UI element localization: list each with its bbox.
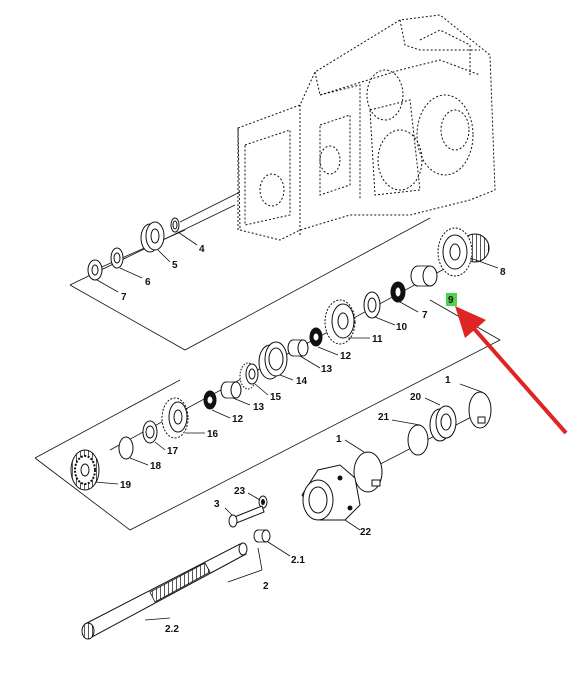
part-17-washer (142, 420, 158, 444)
label-10: 10 (396, 322, 408, 333)
part-14-coupling (258, 341, 288, 380)
label-23: 23 (234, 486, 246, 497)
part-1-circlip-lower (353, 451, 383, 493)
part-13-sleeve-upper (287, 339, 309, 357)
part-1-circlip-upper (468, 391, 492, 429)
label-1-upper: 1 (445, 375, 451, 386)
part-22-flange-housing (301, 464, 361, 521)
label-7-left: 7 (121, 292, 127, 303)
label-5: 5 (172, 260, 178, 271)
label-2-1: 2.1 (291, 555, 305, 566)
label-11: 11 (372, 334, 383, 345)
axis-upper-b (179, 191, 241, 223)
label-9: 9 (448, 295, 454, 306)
label-3: 3 (214, 499, 220, 510)
label-13-lower: 13 (253, 402, 265, 413)
label-14: 14 (296, 376, 308, 387)
part-8-double-gear (437, 227, 490, 277)
label-7-right: 7 (422, 310, 428, 321)
part-16-gear (161, 397, 189, 439)
label-8: 8 (500, 267, 506, 278)
label-13-upper: 13 (321, 364, 333, 375)
label-12-lower: 12 (232, 414, 244, 425)
part-10-washer (363, 291, 381, 319)
part-20-bearing (429, 405, 457, 442)
part-15-hub (239, 362, 259, 390)
red-pointer-arrow (455, 306, 568, 435)
label-4: 4 (199, 244, 205, 255)
part-9-sleeve (410, 265, 438, 287)
part-4-ring (170, 217, 180, 233)
part-12-bearing-lower (203, 390, 217, 410)
part-21-ring (407, 424, 429, 456)
label-16: 16 (207, 429, 219, 440)
label-2: 2 (263, 581, 269, 592)
label-12-upper: 12 (340, 351, 352, 362)
label-9-highlight (446, 293, 457, 306)
axis-upper (94, 229, 186, 271)
part-2-2-splined-shaft (81, 542, 248, 640)
part-7-bearing-right (390, 281, 406, 303)
label-21: 21 (378, 412, 390, 423)
part-11-gear (324, 299, 356, 345)
label-1-lower: 1 (336, 434, 342, 445)
gearbox-housing (237, 14, 496, 241)
leader-lines (94, 231, 499, 621)
part-18-circlip (118, 436, 134, 460)
part-5-bearing (140, 221, 165, 253)
label-15: 15 (270, 392, 282, 403)
label-2-2: 2.2 (165, 624, 179, 635)
part-12-bearing-upper (309, 327, 323, 347)
part-labels: 7 6 5 4 8 9 7 10 11 12 13 14 15 13 12 16… (120, 244, 506, 635)
part-3-bolt (228, 505, 265, 528)
part-6-washer (110, 247, 124, 269)
part-23-washer (258, 495, 268, 509)
label-17: 17 (167, 446, 179, 457)
label-20: 20 (410, 392, 422, 403)
label-19: 19 (120, 480, 132, 491)
part-2-1-bushing (253, 529, 271, 543)
label-22: 22 (360, 527, 372, 538)
part-7-bearing-left (87, 259, 103, 281)
label-6: 6 (145, 277, 151, 288)
part-19-gear (70, 449, 100, 491)
part-13-sleeve-lower (220, 381, 242, 399)
label-18: 18 (150, 461, 162, 472)
